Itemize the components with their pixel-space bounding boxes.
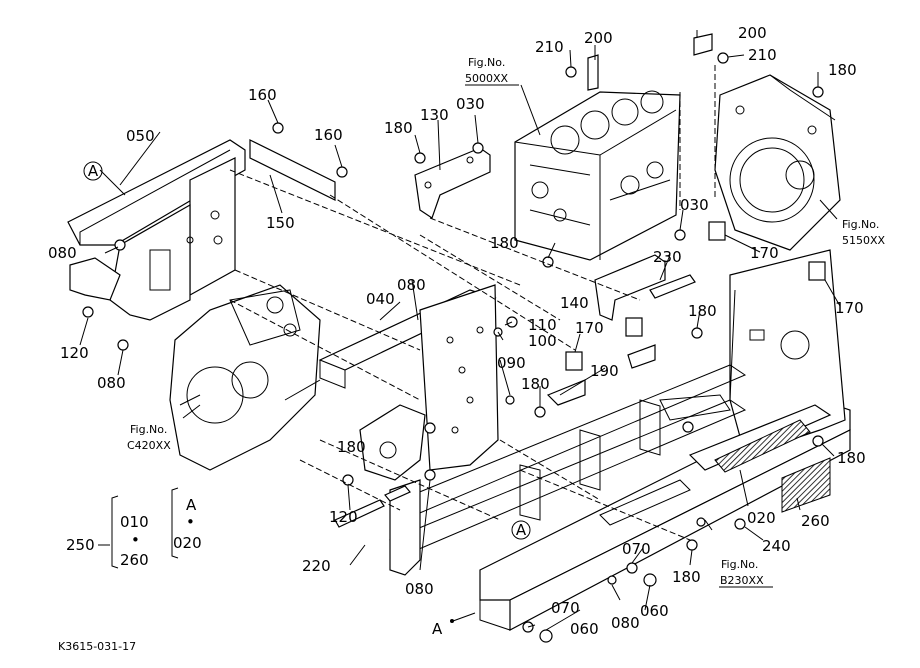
part-label: 110 <box>528 316 557 334</box>
part-label: 170 <box>835 299 864 317</box>
part-label: 070 <box>551 599 580 617</box>
part-label: 060 <box>570 620 599 638</box>
part-label: 190 <box>590 362 619 380</box>
fig-ref-5150xx: Fig.No. 5150XX <box>842 218 886 247</box>
part-label: 030 <box>680 196 709 214</box>
legend-left-top: 010 <box>120 513 149 531</box>
fig-ref-line2: B230XX <box>720 574 764 587</box>
part-label: 160 <box>314 126 343 144</box>
part-label: 210 <box>535 38 564 56</box>
shaft-220-drawing <box>334 485 411 528</box>
circle-marker-a2-text: A <box>516 521 527 539</box>
part-label: 230 <box>653 248 682 266</box>
legend-left-dot: • <box>131 531 140 549</box>
legend-right-dot: • <box>186 513 195 531</box>
mat-260-drawing <box>781 457 831 513</box>
flywheel-housing-drawing <box>714 74 841 251</box>
circle-marker-a1-text: A <box>88 162 99 180</box>
bracket-050-drawing <box>67 139 246 321</box>
leader-lines <box>79 30 841 631</box>
part-label: 090 <box>497 354 526 372</box>
part-label: 050 <box>126 127 155 145</box>
part-label: 080 <box>97 374 126 392</box>
plain-marker-a: A <box>432 620 443 638</box>
engine-block-drawing <box>514 90 681 261</box>
legend-right-top: A <box>186 496 197 514</box>
legend-left-bottom: 260 <box>120 551 149 569</box>
fig-ref-line2: 5150XX <box>842 234 886 247</box>
fig-ref-line1: Fig.No. <box>468 56 505 69</box>
bracket-130-drawing <box>414 147 491 219</box>
fig-ref-line2: 5000XX <box>465 72 509 85</box>
part-label: 180 <box>828 61 857 79</box>
legend-number: 250 <box>66 536 95 554</box>
part-label: 130 <box>420 106 449 124</box>
step-020-drawing <box>688 404 832 513</box>
part-label: 080 <box>611 614 640 632</box>
part-label: 080 <box>48 244 77 262</box>
part-label: 260 <box>801 512 830 530</box>
support-140-drawing <box>594 254 696 321</box>
part-label: 140 <box>560 294 589 312</box>
part-label: 020 <box>747 509 776 527</box>
fig-ref-5000xx: Fig.No. 5000XX <box>465 56 519 86</box>
drawing-code: K3615-031-17 <box>58 640 136 653</box>
fig-ref-c420xx: Fig.No. C420XX <box>127 423 171 452</box>
bracket-040-drawing <box>318 284 499 481</box>
plate-150-drawing <box>249 139 336 201</box>
fig-ref-line1: Fig.No. <box>130 423 167 436</box>
plain-marker-a-dot <box>450 619 454 623</box>
part-label: 180 <box>672 568 701 586</box>
fig-ref-line1: Fig.No. <box>842 218 879 231</box>
fig-ref-line1: Fig.No. <box>721 558 758 571</box>
part-label: 030 <box>456 95 485 113</box>
part-label: 180 <box>521 375 550 393</box>
fasteners-drawing <box>82 33 824 643</box>
part-label: 150 <box>266 214 295 232</box>
part-label: 070 <box>622 540 651 558</box>
part-labels: 050 160 160 180 130 030 210 200 200 210 … <box>48 24 866 638</box>
part-label: 120 <box>329 508 358 526</box>
part-label: 180 <box>337 438 366 456</box>
legend-right-bottom: 020 <box>173 534 202 552</box>
part-label: 040 <box>366 290 395 308</box>
group-legend: 250 010 • 260 A • 020 <box>66 487 202 569</box>
fig-ref-line2: C420XX <box>127 439 171 452</box>
part-label: 170 <box>750 244 779 262</box>
fig-ref-b230xx: Fig.No. B230XX <box>719 558 773 588</box>
part-label: 180 <box>490 234 519 252</box>
circle-marker-a2: A <box>511 520 531 540</box>
part-label: 200 <box>584 29 613 47</box>
part-label: 220 <box>302 557 331 575</box>
part-label: 240 <box>762 537 791 555</box>
part-label: 060 <box>640 602 669 620</box>
part-label: 180 <box>384 119 413 137</box>
part-label: 100 <box>528 332 557 350</box>
rubber-mounts-drawing <box>546 221 826 406</box>
circle-marker-a1: A <box>83 161 103 181</box>
part-label: 200 <box>738 24 767 42</box>
part-label: 210 <box>748 46 777 64</box>
part-label: 080 <box>397 276 426 294</box>
part-label: 160 <box>248 86 277 104</box>
part-label: 180 <box>688 302 717 320</box>
transmission-housing-drawing <box>169 284 321 471</box>
part-label: 170 <box>575 319 604 337</box>
part-label: 120 <box>60 344 89 362</box>
part-label: 080 <box>405 580 434 598</box>
part-label: 180 <box>837 449 866 467</box>
